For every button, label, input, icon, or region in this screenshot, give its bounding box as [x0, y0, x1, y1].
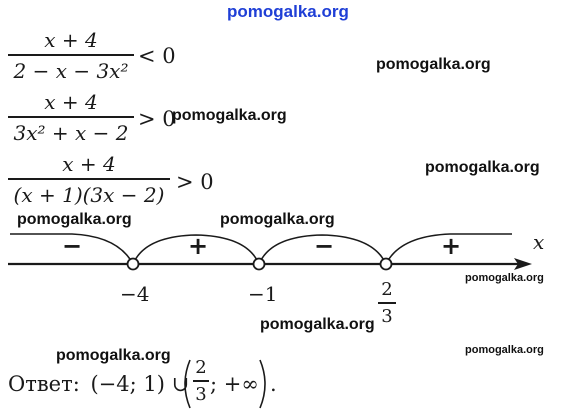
watermark-left-4: pomogalka.org	[17, 211, 132, 228]
watermark-small-1: pomogalka.org	[465, 272, 544, 284]
fraction-bar	[8, 54, 134, 56]
sign-arc-negative-2	[258, 234, 387, 265]
axis-label-x: x	[533, 230, 545, 254]
watermark-right-3: pomogalka.org	[425, 159, 540, 176]
answer-part-2: ; +∞	[210, 372, 259, 396]
watermark-top: pomogalka.org	[227, 2, 349, 21]
sign-arc-negative-left	[10, 233, 134, 265]
fraction-bar	[8, 178, 170, 180]
answer-part-1: (−4; 1) ∪	[90, 372, 190, 396]
sign-2: +	[188, 232, 209, 260]
watermark-left-6: pomogalka.org	[56, 347, 171, 364]
watermark-mid-4: pomogalka.org	[220, 211, 335, 228]
fraction-bar	[378, 302, 396, 304]
answer-fraction-numerator: 2	[195, 357, 207, 378]
point-label-minus-1: −1	[248, 282, 278, 306]
inequality-1-fraction: x + 4 2 − x − 3x²	[8, 28, 134, 83]
inequality-1-denominator: 2 − x − 3x²	[13, 58, 129, 83]
point-label-two-thirds: 2 3	[378, 280, 396, 327]
answer-fraction-denominator: 3	[195, 383, 207, 405]
watermark-small-2: pomogalka.org	[465, 344, 544, 356]
open-point-minus-1	[252, 257, 266, 271]
answer-fraction: 2 3	[193, 358, 209, 405]
open-point-minus-4	[126, 257, 140, 271]
inequality-3-denominator: (x + 1)(3x − 2)	[13, 182, 165, 207]
x-axis-arrow	[514, 258, 532, 270]
sign-arc-positive-1	[132, 234, 260, 265]
inequality-3-numerator: x + 4	[62, 152, 116, 176]
inequality-2-fraction: x + 4 3x² + x − 2	[8, 90, 134, 145]
sign-3: −	[314, 232, 335, 260]
point-label-minus-4: −4	[120, 282, 150, 306]
inequality-2-denominator: 3x² + x − 2	[13, 120, 129, 145]
answer-line: Ответ: (−4; 1) ∪	[8, 372, 189, 412]
answer-big-left-paren	[184, 359, 191, 409]
fraction-bar	[193, 380, 209, 382]
inequality-2-numerator: x + 4	[44, 90, 98, 114]
inequality-3-fraction: x + 4 (x + 1)(3x − 2)	[8, 152, 170, 207]
sign-4: +	[441, 232, 462, 260]
inequality-1-numerator: x + 4	[44, 28, 98, 52]
sign-1: −	[62, 232, 83, 260]
point-label-numerator: 2	[381, 279, 393, 300]
watermark-right-1: pomogalka.org	[376, 56, 491, 73]
answer-big-right-paren	[259, 359, 266, 409]
watermark-mid-5: pomogalka.org	[260, 316, 375, 333]
watermark-inline-2: pomogalka.org	[172, 107, 287, 124]
open-point-two-thirds	[379, 257, 393, 271]
point-label-denominator: 3	[381, 305, 393, 327]
inequality-1-relation: < 0	[138, 44, 176, 68]
fraction-bar	[8, 116, 134, 118]
inequality-3-relation: > 0	[176, 170, 214, 194]
answer-prefix: Ответ:	[8, 372, 80, 396]
answer-suffix: .	[270, 372, 277, 396]
sign-arc-positive-right	[385, 233, 512, 265]
inequality-2-relation: > 0	[138, 107, 176, 131]
